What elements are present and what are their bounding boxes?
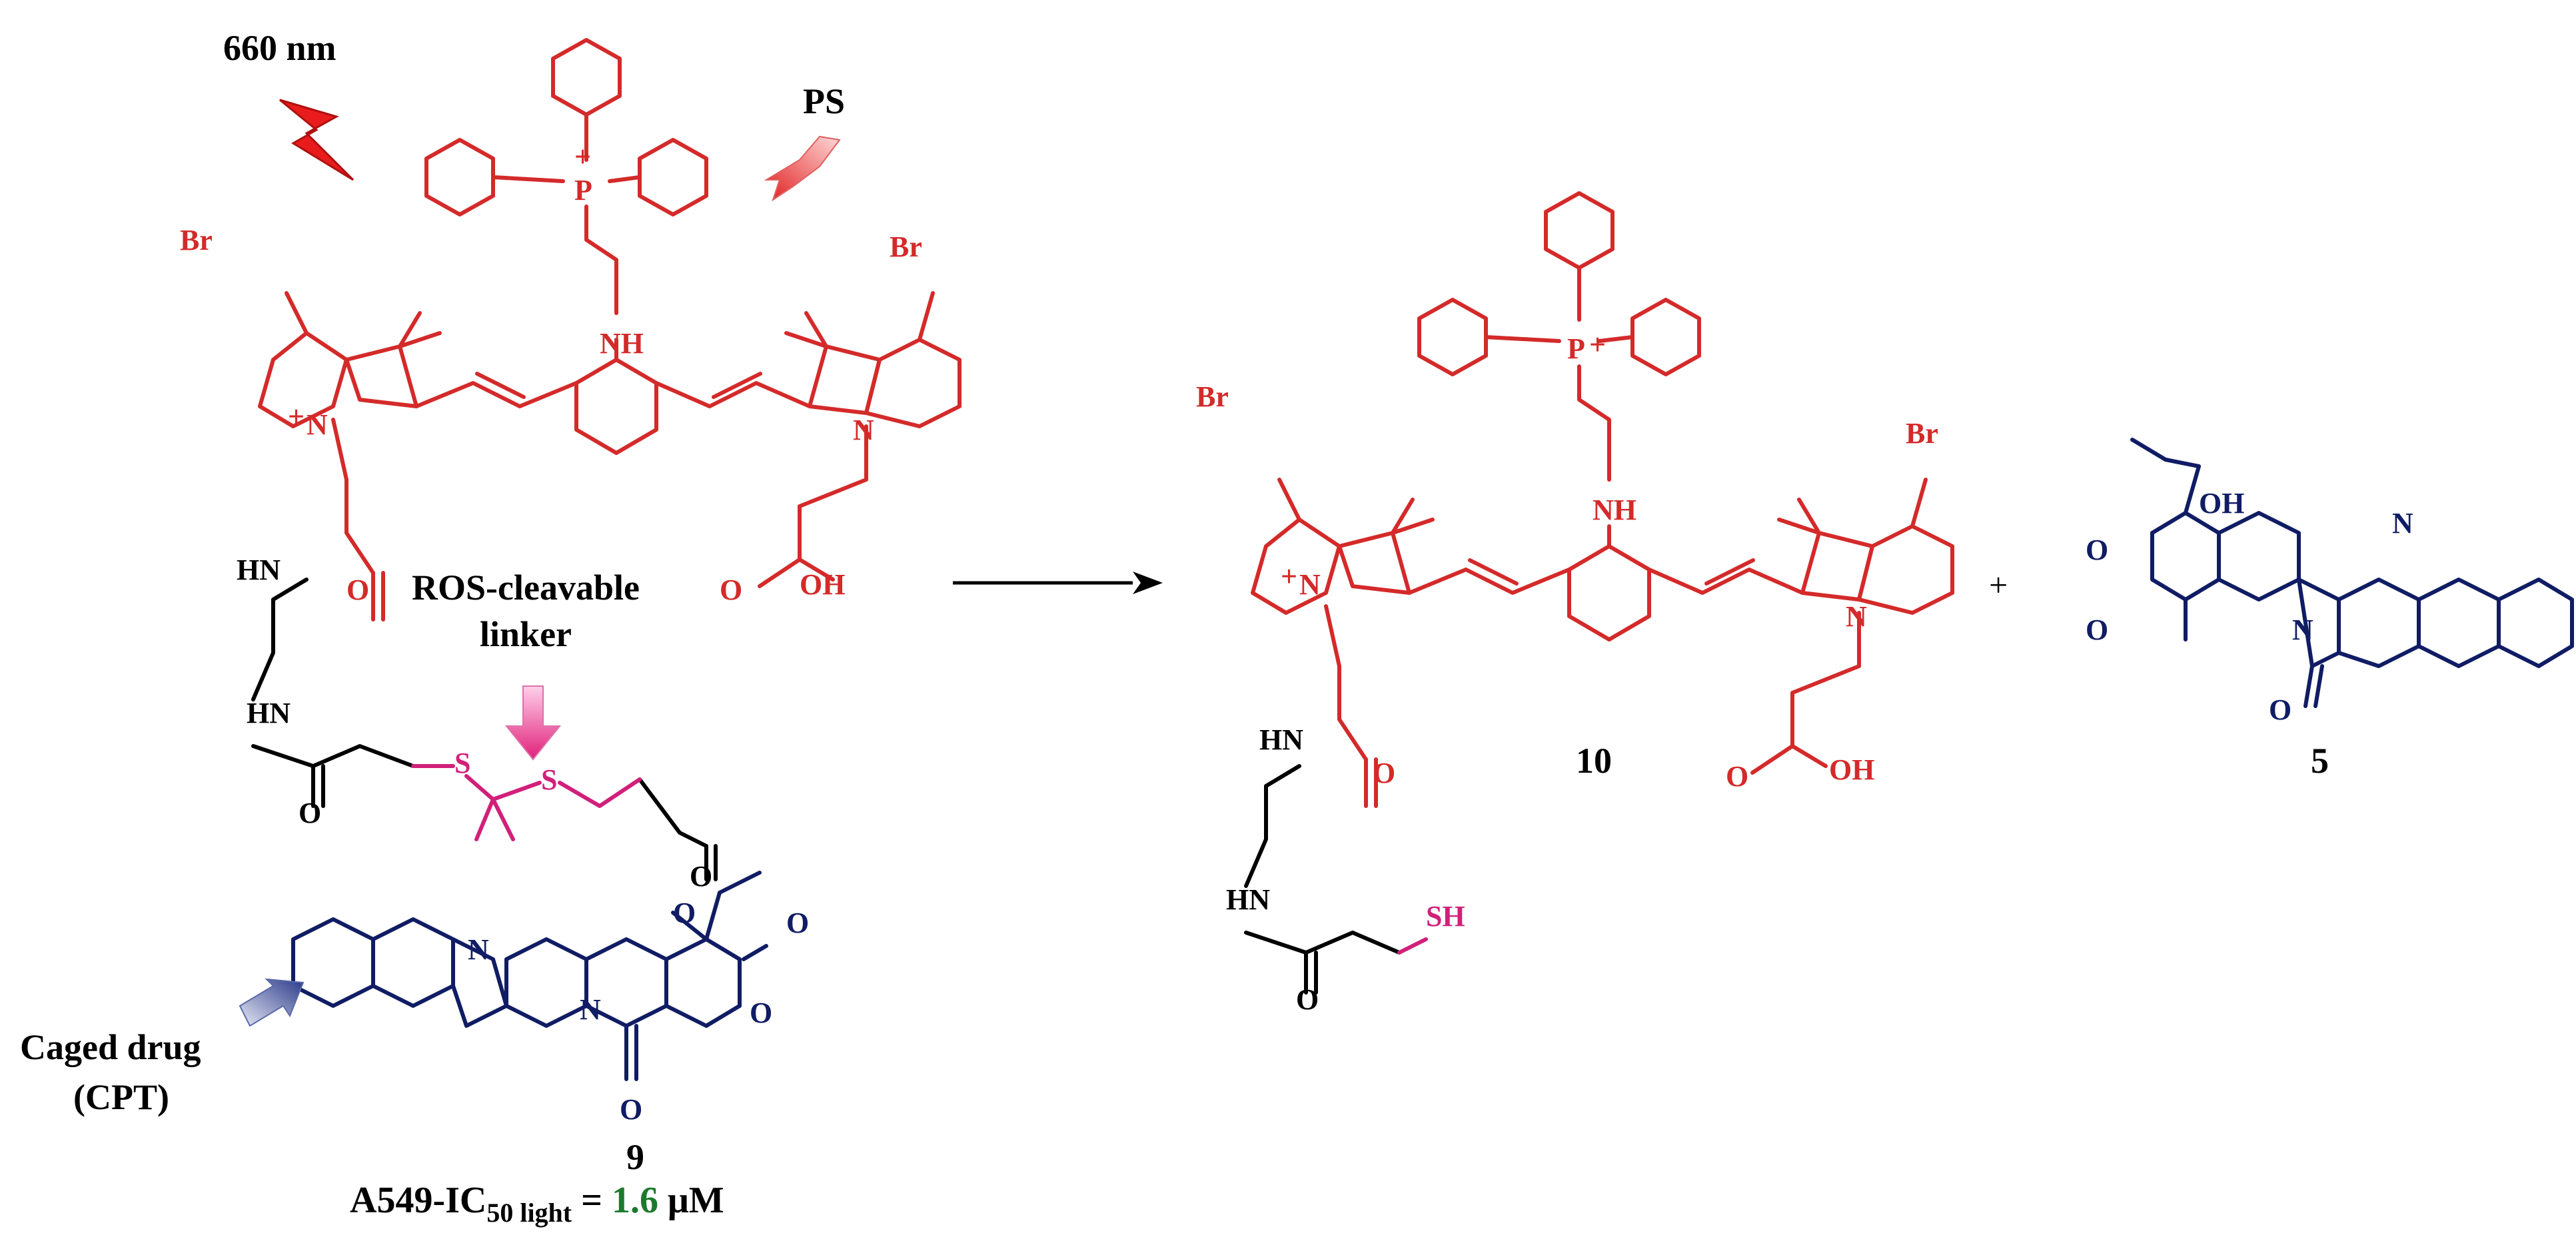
ros-linker-label-line1: ROS-cleavable (412, 568, 640, 608)
reaction-plus-sign: + (1989, 566, 2008, 604)
atom-bromine-left: Br (180, 224, 213, 256)
annotations: 660 nm PS ROS-cleavable linker Caged dru… (20, 28, 845, 1117)
light-wavelength-label: 660 nm (223, 28, 336, 68)
atom-nh: NH (1593, 494, 1636, 526)
atom-n-quinoline: N (468, 933, 489, 966)
atom-n-plus: N (1299, 568, 1321, 601)
atom-plus: + (574, 141, 591, 173)
compound-9-atom-labels: P + Br Br NH + N N O O OH HN HN O O S S … (180, 141, 922, 1126)
compound-5-number: 5 (2311, 741, 2329, 781)
compound-9-structure (251, 38, 962, 1081)
ic50-subscript: 50 light (486, 1198, 572, 1228)
atom-n-pyridone: N (580, 993, 601, 1026)
atom-oh-acid: OH (1829, 753, 1874, 786)
atom-o-pyridone: O (620, 1093, 642, 1126)
atom-oh: OH (2199, 487, 2244, 520)
ps-label: PS (803, 81, 845, 121)
atom-n-right: N (853, 414, 874, 446)
caged-drug-arrow-icon (239, 978, 305, 1027)
atom-o-lactone-ring: O (750, 997, 772, 1029)
atom-oh-acid: OH (800, 568, 845, 601)
compound-5-structure (2130, 438, 2574, 708)
atom-n-quinoline: N (2392, 507, 2413, 540)
compound-10-atom-labels: P + Br Br NH + N N O O OH HN HN O SH (1196, 328, 1938, 1016)
atom-nh: NH (600, 327, 644, 360)
compound-9-number: 9 (626, 1137, 644, 1177)
atom-bromine-right: Br (1906, 417, 1938, 450)
ic50-equals: = (572, 1180, 612, 1221)
atom-o-carbonyl: O (2086, 534, 2108, 566)
photosensitizer-moiety (258, 38, 962, 622)
atom-hn-2: HN (247, 697, 291, 729)
compound-9-caption: 9 A549-IC50 light = 1.6 μM (350, 1137, 724, 1228)
ic50-unit: μM (658, 1180, 724, 1221)
atom-o-linker: O (299, 797, 321, 829)
atom-o-lactone-carbonyl: O (786, 907, 809, 939)
atom-hn-2: HN (1226, 883, 1270, 916)
atom-phosphorus: P (1567, 332, 1585, 365)
atom-o-acid: O (720, 574, 742, 606)
atom-o-ester: O (690, 860, 712, 893)
atom-sh: SH (1426, 900, 1465, 933)
compound-5-atom-labels: OH O O N N O (2086, 487, 2413, 726)
ps-arrow-icon (764, 135, 841, 202)
atom-n-plus: N (307, 408, 328, 441)
caged-drug-label-line1: Caged drug (20, 1027, 201, 1067)
ic50-text: A549-IC50 light = 1.6 μM (350, 1180, 724, 1228)
ic50-prefix: A549-IC (350, 1180, 486, 1221)
ros-arrow-icon (504, 685, 562, 761)
atom-o-ester2: O (673, 897, 696, 929)
caged-drug-label-line2: (CPT) (73, 1077, 169, 1117)
atom-bromine-right: Br (890, 230, 922, 263)
amide-linker (251, 578, 718, 881)
atom-phosphorus: P (574, 174, 592, 207)
compound-10-number: 10 (1576, 741, 1612, 781)
atom-o-linker: O (1296, 983, 1319, 1016)
ic50-value: 1.6 (612, 1180, 658, 1221)
atom-hn-1: HN (237, 554, 281, 586)
compound-10-structure (1244, 191, 1954, 995)
atom-s-1: S (454, 747, 470, 779)
atom-o-amide: O (1373, 757, 1395, 789)
atom-plus: + (1589, 328, 1606, 361)
atom-o-acid: O (1726, 760, 1748, 793)
atom-o-pyridone: O (2269, 693, 2291, 726)
thioketal-linker (411, 764, 642, 841)
reaction-arrow (953, 572, 1163, 594)
atom-o-amide: O (346, 574, 369, 606)
camptothecin-moiety (291, 871, 768, 1081)
ros-linker-label-line2: linker (480, 614, 572, 654)
atom-n-right: N (1846, 600, 1867, 633)
atom-s-2: S (541, 763, 557, 796)
lightning-bolt-icon (279, 99, 354, 181)
atom-hn-1: HN (1259, 723, 1303, 756)
atom-n-pyridone: N (2292, 614, 2313, 646)
atom-o-ring: O (2086, 614, 2108, 646)
atom-n-plus-sign: + (288, 400, 305, 433)
atom-n-plus-sign: + (1281, 560, 1297, 593)
atom-bromine-left: Br (1196, 380, 1229, 413)
